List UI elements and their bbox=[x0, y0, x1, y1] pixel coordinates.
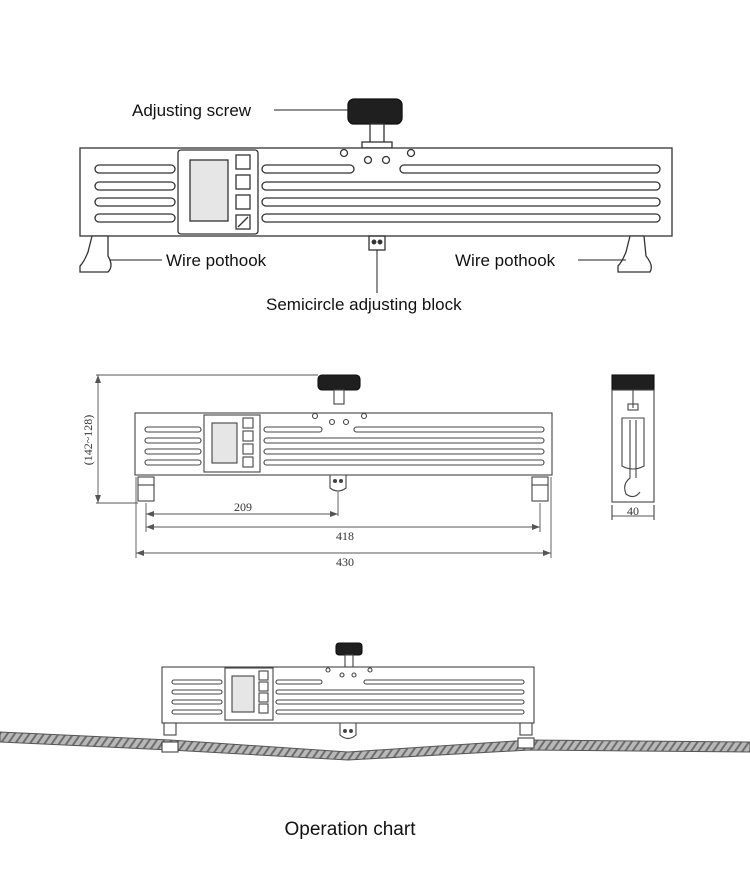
wire-pothook-left-label: Wire pothook bbox=[166, 251, 267, 270]
left-slots bbox=[94, 164, 176, 223]
center-distance-dimension: 209 bbox=[234, 500, 252, 514]
semicircle-adjusting-block bbox=[368, 235, 386, 251]
top-device bbox=[79, 98, 673, 273]
total-length-dimension: 430 bbox=[336, 555, 354, 569]
height-range-dimension: (142~128) bbox=[81, 415, 95, 465]
operation-chart-caption: Operation chart bbox=[285, 819, 417, 840]
operation-device bbox=[161, 642, 535, 753]
operation-wire bbox=[0, 731, 750, 761]
side-view bbox=[611, 374, 655, 520]
adjusting-screw-label: Adjusting screw bbox=[132, 101, 252, 120]
leader-lines bbox=[110, 109, 626, 293]
device-body bbox=[79, 147, 673, 237]
width-dimension: 40 bbox=[627, 504, 639, 518]
right-slots bbox=[261, 164, 661, 223]
adjusting-screw-knob bbox=[347, 98, 403, 125]
display-panel bbox=[177, 149, 259, 235]
dimension-device bbox=[134, 374, 553, 502]
mount-screws bbox=[339, 148, 416, 165]
dimension-lines bbox=[96, 374, 552, 558]
left-wire-pothook bbox=[79, 235, 112, 273]
panel-buttons bbox=[235, 154, 251, 230]
lcd-screen bbox=[189, 159, 229, 222]
wire-pothook-right-label: Wire pothook bbox=[455, 251, 556, 270]
right-wire-pothook bbox=[617, 235, 652, 273]
semicircle-block-label: Semicircle adjusting block bbox=[266, 295, 462, 314]
dimension-arrows bbox=[95, 375, 551, 556]
hook-span-dimension: 418 bbox=[336, 529, 354, 543]
